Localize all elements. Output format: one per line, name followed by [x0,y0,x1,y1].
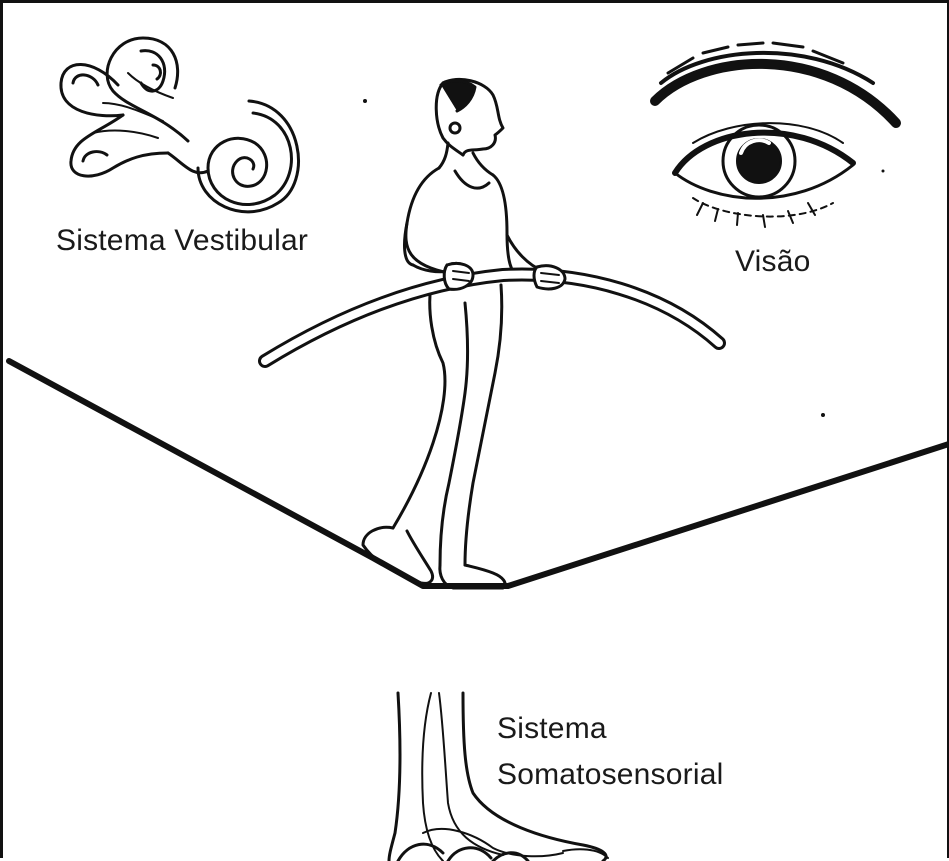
tightrope [9,361,949,586]
tightrope-walker [363,79,565,588]
label-somatosensory-line1: Sistema [497,706,723,752]
label-vestibular-system: Sistema Vestibular [56,224,308,258]
label-vision: Visão [735,245,811,279]
inner-ear-icon [61,38,299,212]
label-somatosensory-system: Sistema Somatosensorial [497,706,723,798]
balance-pole [265,275,719,361]
eye-icon [655,43,896,227]
label-somatosensory-line2: Somatosensorial [497,752,723,798]
illustration [3,3,949,861]
